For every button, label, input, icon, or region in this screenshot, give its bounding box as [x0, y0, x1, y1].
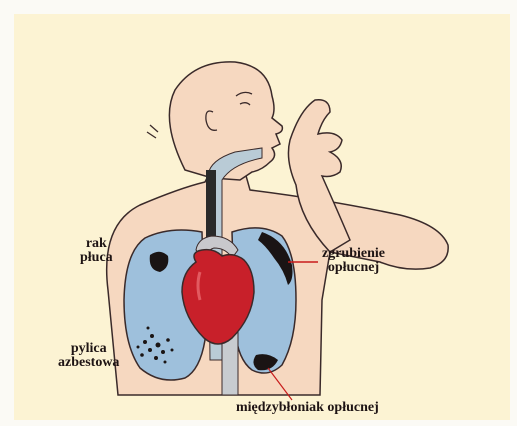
label-asbestos-dust: pylica azbestowa — [58, 342, 119, 370]
label-lung-cancer: rak płuca — [80, 237, 113, 265]
label-asbestos-dust-line2: azbestowa — [58, 356, 119, 370]
label-pleural-thickening: zgrubienie opłucnej — [322, 247, 385, 275]
esophagus — [206, 170, 216, 240]
label-mesothelioma: międzybłoniak opłucnej — [236, 401, 379, 415]
motion-marks — [147, 125, 158, 138]
label-lung-cancer-line1: rak — [80, 237, 113, 251]
label-lung-cancer-line2: płuca — [80, 251, 113, 265]
label-pleural-thickening-line1: zgrubienie — [322, 247, 385, 261]
label-asbestos-dust-line1: pylica — [58, 342, 119, 356]
label-pleural-thickening-line2: opłucnej — [322, 261, 385, 275]
